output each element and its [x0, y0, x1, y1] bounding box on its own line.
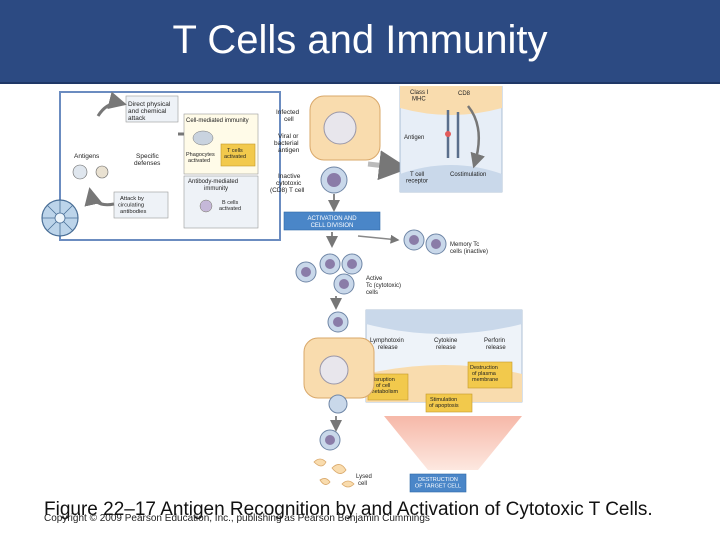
costimulation-label: Costimulation — [450, 172, 486, 178]
cell-mediated-label: Cell-mediated immunity — [186, 118, 249, 124]
zoom-arrow — [367, 150, 409, 181]
overview-loop-arrow-3 — [84, 187, 115, 207]
page-title: T Cells and Immunity — [172, 18, 548, 62]
title-bar: T Cells and Immunity — [0, 0, 720, 84]
phagocyte-shape — [192, 130, 214, 146]
lysed-cell-fragment — [319, 478, 331, 485]
apoptosis-box — [425, 393, 473, 413]
lysed-cell-fragment — [331, 464, 347, 474]
antigens-label: Antigens — [74, 153, 100, 160]
pathogen-wheel-icon — [41, 199, 79, 237]
copyright-notice: Copyright © 2009 Pearson Education, Inc.… — [44, 513, 430, 524]
activation-box — [283, 211, 381, 231]
destruction-membrane-box — [467, 361, 513, 389]
antigen-bacterium-icon — [95, 165, 109, 179]
antigen-virus-icon — [72, 164, 88, 180]
target-cell-nucleus — [319, 355, 349, 385]
direct-attack-box — [125, 95, 179, 123]
lysed-cell-fragment — [313, 458, 327, 467]
t-cells-activated-box — [220, 143, 256, 167]
destruction-target-box — [409, 473, 467, 493]
infected-cell-nucleus — [323, 111, 357, 145]
antigen-label: Antigen — [404, 135, 424, 141]
overview-loop-arrow — [96, 91, 127, 117]
cd8-label: CD8 — [458, 91, 471, 97]
figure-caption: Figure 22–17 Antigen Recognition by and … — [44, 499, 653, 520]
antibody-mediated-box — [183, 175, 259, 229]
lysed-cell-fragment — [341, 480, 355, 488]
b-cell-shape — [199, 199, 213, 213]
target-attached-tc — [328, 394, 348, 414]
destruction-beam — [384, 416, 522, 470]
attack-antibodies-box — [113, 191, 169, 219]
